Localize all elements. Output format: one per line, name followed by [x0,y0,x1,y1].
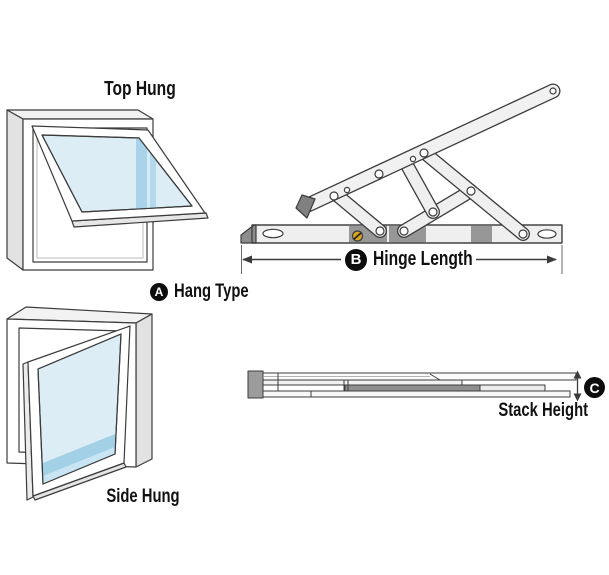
marker-c: C [584,377,605,398]
leaf-dark [344,384,481,392]
screw-slot [353,232,362,240]
frame-left-face [6,109,24,271]
side-hung-label: Side Hung [105,486,180,507]
arrowhead-right [547,255,557,264]
stack-height-dimension [573,370,582,402]
rivet-holes [329,87,557,239]
hang-type-callout: A Hang Type [150,281,270,303]
leaf-dark-extension [479,384,546,392]
hinge-top-arm [300,83,561,213]
glass-reflection-bands [136,135,156,212]
marker-a: A [150,283,168,301]
glass-reflection-bands [43,434,115,484]
hinge-links [331,147,530,241]
side-hung-window-drawing [6,306,153,501]
sash-glass-outline [37,333,122,485]
hinge-length-label: Hinge Length [373,248,473,270]
leaf-ticks [277,373,349,397]
arrowhead-down [573,393,582,402]
top-hung-window-drawing [6,109,209,271]
hinge-length-callout: B Hinge Length [345,248,501,271]
closed-hinge-drawing [247,370,577,399]
frame-right-face [135,313,153,468]
track-slot-left [262,228,284,239]
end-block [247,370,264,399]
leaf-second [262,379,463,386]
leaf-bottom [262,390,571,398]
arm-left-tip [295,194,316,219]
track-left-tip [240,224,257,244]
marker-b: B [345,248,367,271]
stack-height-label: Stack Height [498,400,588,421]
open-hinge-drawing [240,83,563,244]
sash-glass-outline [41,134,193,213]
leaf-step [429,373,441,381]
track-slot-right [537,229,557,239]
top-hung-label: Top Hung [104,78,176,100]
arrowhead-left [242,255,252,264]
hang-type-label: Hang Type [174,281,249,302]
frame-top-face [6,109,154,120]
arrowhead-up [573,370,582,379]
hinge-length-dimension [241,245,563,274]
